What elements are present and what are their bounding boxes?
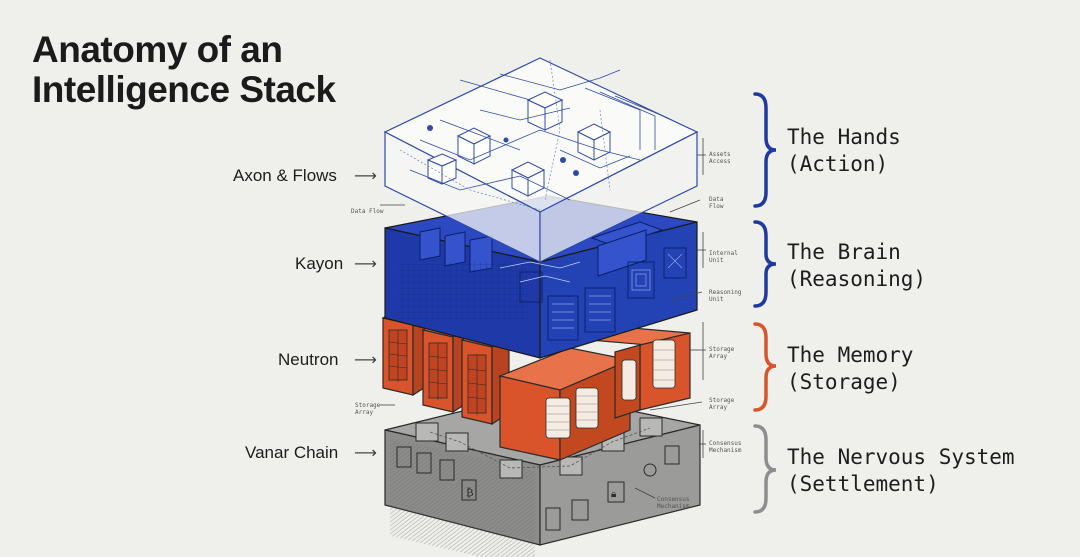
annotation-line: Reasoning: [709, 289, 742, 296]
lock-icon: 🔒︎: [611, 489, 616, 500]
annotation-axon-left: Data Flow: [351, 208, 384, 215]
annotation-line: Unit: [709, 296, 724, 303]
annotation-line: Mechanism: [709, 447, 742, 454]
arrow-right-icon: ⟶: [354, 254, 377, 273]
annotation-line: Array: [709, 404, 728, 411]
node-icon: [643, 463, 657, 477]
role-nervous-title: The Nervous System: [787, 445, 1015, 469]
annotation-line: Mechanism: [657, 503, 690, 510]
annotation-line: Consensus: [657, 496, 690, 503]
annotation-line: Data: [709, 196, 724, 203]
layer-kayon: [384, 195, 698, 359]
layer-label-axon: Axon & Flows: [233, 166, 337, 185]
arrow-right-icon: ⟶: [354, 443, 377, 462]
page-title: Anatomy of an Intelligence Stack: [32, 30, 336, 110]
annotation-line: Unit: [709, 257, 724, 264]
layer-label-neutron: Neutron: [278, 350, 339, 369]
role-nervous-sub: (Settlement): [787, 472, 939, 496]
arrow-right-icon: ⟶: [354, 350, 377, 369]
layer-axon-flows: [383, 57, 699, 263]
annotation-line: Consensus: [709, 440, 742, 447]
annotation-line: Internal: [709, 250, 738, 257]
title-line-2: Intelligence Stack: [32, 69, 336, 110]
layer-label-vanar-chain: Vanar Chain: [245, 443, 339, 462]
annotation-kayon-reasoning: Reasoning Unit: [709, 289, 742, 303]
bracket-icon: [753, 322, 777, 412]
annotation-line: Access: [709, 158, 731, 165]
role-brain: The Brain (Reasoning): [787, 239, 926, 293]
bracket-icon: [753, 92, 777, 208]
role-memory-sub: (Storage): [787, 370, 901, 394]
annotation-neutron-right-1: Storage Array: [709, 346, 734, 360]
annotation-line: Array: [709, 353, 728, 360]
role-nervous-system: The Nervous System (Settlement): [787, 444, 1015, 498]
annotation-chain-right: Consensus Mechanism: [709, 440, 742, 454]
layer-label-kayon: Kayon: [295, 254, 344, 273]
role-brain-title: The Brain: [787, 240, 901, 264]
annotation-neutron-right-2: Storage Array: [709, 397, 734, 411]
bracket-icon: [753, 424, 777, 514]
annotation-line: Storage: [355, 402, 381, 409]
role-memory: The Memory (Storage): [787, 342, 913, 396]
annotation-axon-right-low: Data Flow: [709, 196, 723, 210]
role-brain-sub: (Reasoning): [787, 267, 927, 291]
role-hands-title: The Hands: [787, 125, 901, 149]
annotation-axon-right: Assets Access: [709, 151, 731, 165]
annotation-line: Storage: [709, 397, 735, 404]
role-hands-sub: (Action): [787, 152, 889, 176]
annotation-neutron-left: Storage Array: [355, 402, 380, 416]
annotation-line: Flow: [709, 203, 724, 210]
bitcoin-icon: ₿: [466, 486, 474, 499]
annotation-chain-bottom: Consensus Mechanism: [657, 496, 690, 510]
annotation-line: Assets: [709, 151, 731, 158]
annotation-line: Array: [355, 409, 374, 416]
role-hands: The Hands (Action): [787, 124, 901, 178]
bracket-icon: [753, 220, 777, 308]
annotation-kayon-internal: Internal Unit: [709, 250, 738, 264]
title-line-1: Anatomy of an: [32, 29, 283, 70]
annotation-line: Storage: [709, 346, 735, 353]
arrow-right-icon: ⟶: [354, 166, 377, 185]
role-memory-title: The Memory: [787, 343, 914, 367]
